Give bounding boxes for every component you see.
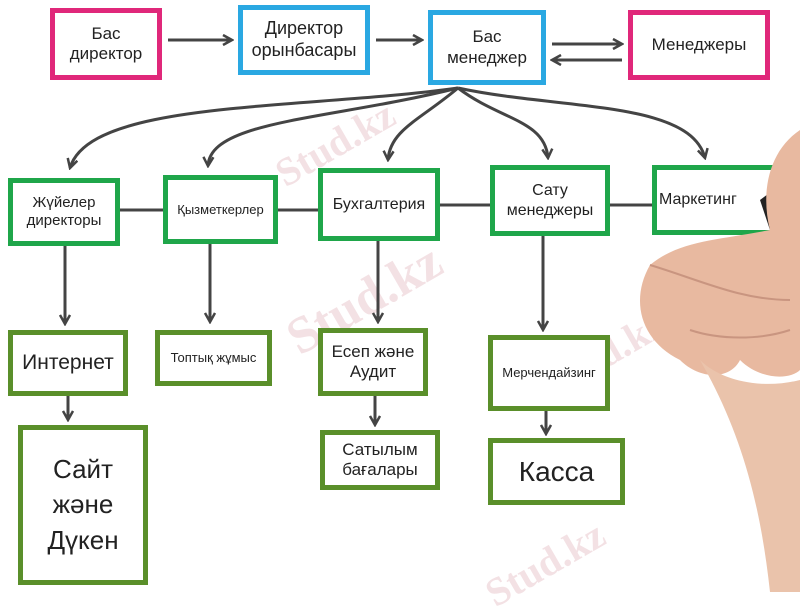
connector-lines — [0, 0, 800, 592]
box-ceo: Бас директор — [50, 8, 162, 80]
box-deputy: Директор орынбасары — [238, 5, 370, 75]
box-label: Бас директор — [69, 23, 143, 63]
box-label: Мерчендайзинг — [502, 365, 596, 381]
box-label: Директор орынбасары — [251, 18, 357, 60]
box-cashier: Касса — [488, 438, 625, 505]
box-label: Жүйелер директоры — [26, 194, 102, 229]
box-merchandising: Мерчендайзинг — [488, 335, 610, 411]
box-label: Касса — [518, 455, 595, 487]
box-staff: Қызметкерлер — [163, 175, 278, 244]
box-label: Қызметкерлер — [177, 201, 264, 217]
box-head-manager: Бас менеджер — [428, 10, 546, 85]
box-label: Сату менеджеры — [506, 182, 594, 219]
box-label: Бас менеджер — [447, 27, 527, 67]
box-label: Маркетинг — [659, 191, 737, 209]
box-internet: Интернет — [8, 330, 128, 396]
box-teamwork: Топтық жұмыс — [155, 330, 272, 386]
box-label: Сайт және Дүкен — [47, 454, 119, 555]
box-sales-managers: Сату менеджеры — [490, 165, 610, 236]
box-accounting: Бухгалтерия — [318, 168, 440, 241]
box-accounting-audit: Есеп және Аудит — [318, 328, 428, 396]
box-label: Менеджеры — [651, 34, 747, 54]
box-site-shop: Сайт және Дүкен — [18, 425, 148, 585]
box-label: Сатылым бағалары — [342, 439, 418, 479]
box-label: Бухгалтерия — [332, 195, 426, 213]
box-label: Интернет — [22, 351, 114, 375]
hand-with-marker-image — [640, 130, 800, 592]
box-systems-directors: Жүйелер директоры — [8, 178, 120, 246]
box-managers: Менеджеры — [628, 10, 770, 80]
box-label: Есеп және Аудит — [331, 341, 415, 381]
box-label: Топтық жұмыс — [170, 350, 257, 366]
box-sales-prices: Сатылым бағалары — [320, 430, 440, 490]
